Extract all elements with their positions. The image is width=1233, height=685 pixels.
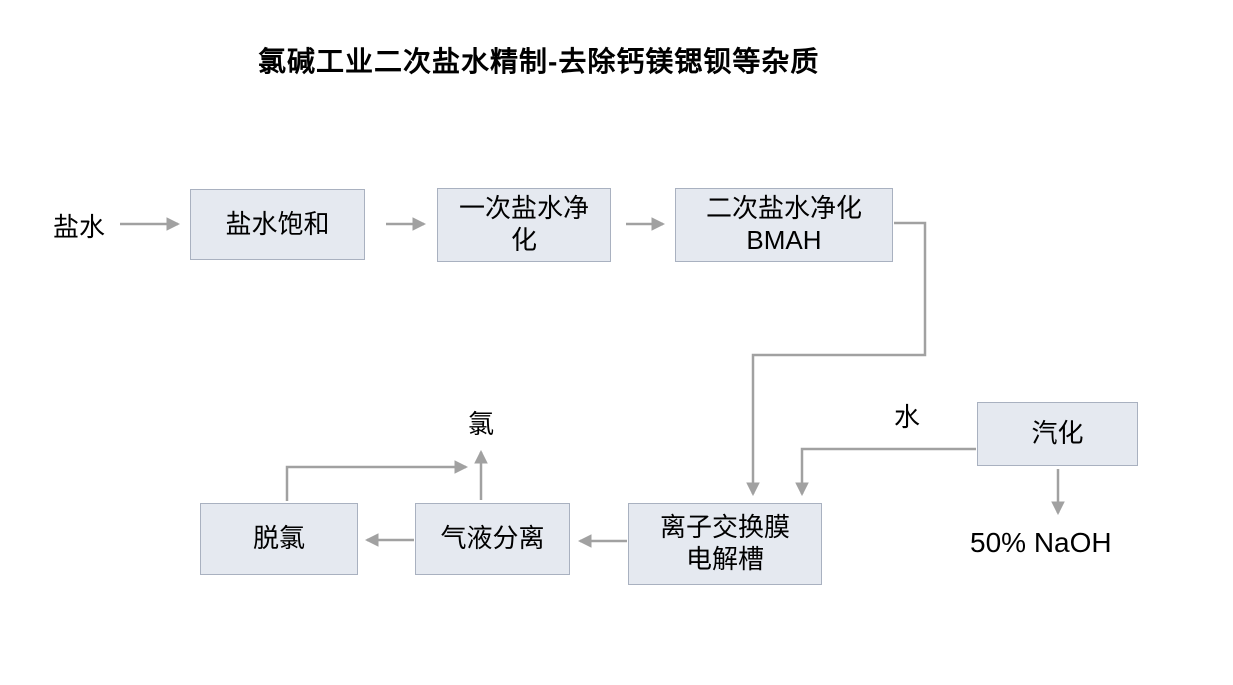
diagram-title: 氯碱工业二次盐水精制-去除钙镁锶钡等杂质 [258,46,820,77]
label-water-input: 水 [894,402,921,432]
label-naoh-output: 50% NaOH [970,527,1112,558]
connector-secondary-to-electrolyzer [746,221,927,497]
node-ion-exchange-membrane-electrolyzer: 离子交换膜 电解槽 [628,503,822,585]
node-dechlorination: 脱氯 [200,503,358,575]
node-secondary-brine-purification-bmah: 二次盐水净化 BMAH [675,188,893,262]
label-chlorine-output: 氯 [468,409,495,439]
node-brine-saturation: 盐水饱和 [190,189,365,260]
connector-dechlorination-to-chlorine-line [285,460,469,501]
node-gas-liquid-separation: 气液分离 [415,503,570,575]
node-vaporization: 汽化 [977,402,1138,466]
node-primary-brine-purification: 一次盐水净 化 [437,188,611,262]
connector-vaporization-to-electrolyzer [795,447,976,497]
label-brine-input: 盐水 [53,212,106,242]
